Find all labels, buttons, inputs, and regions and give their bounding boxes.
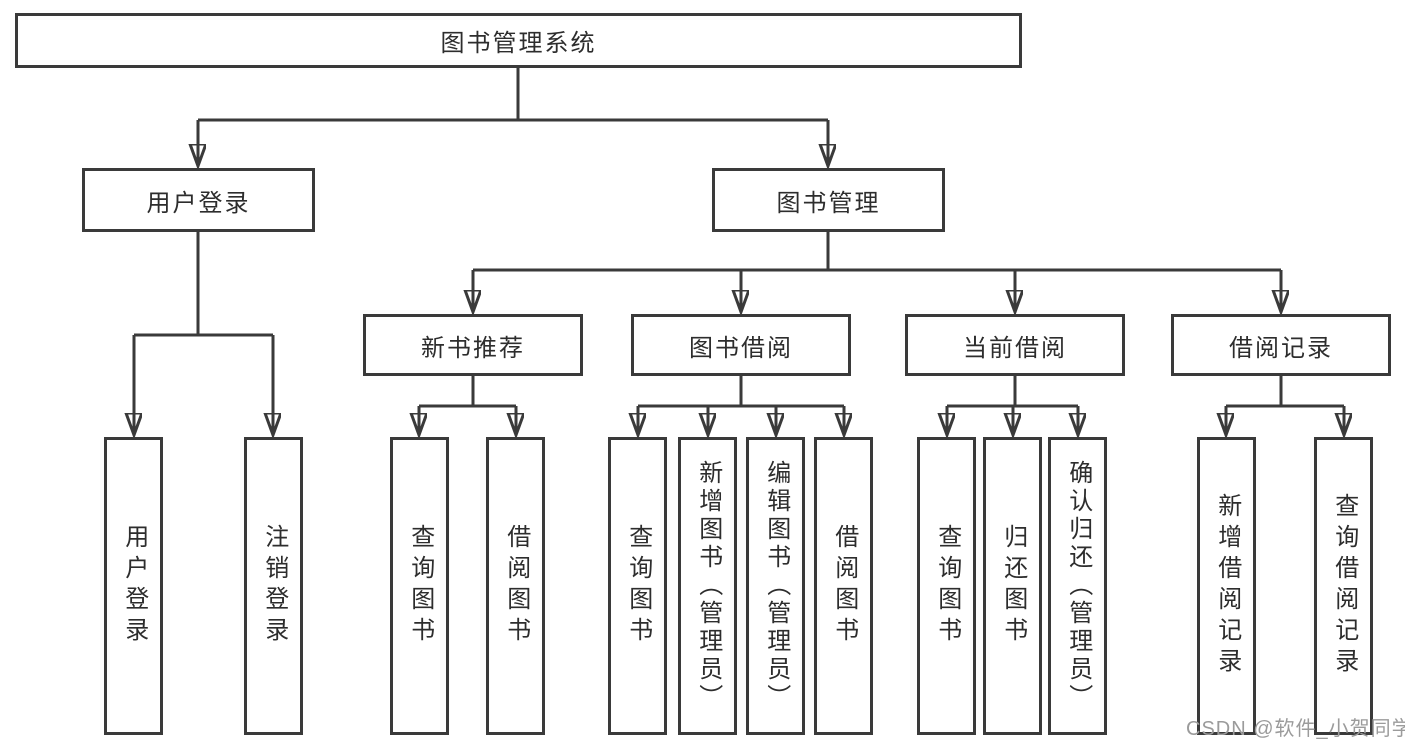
node-user-login: 用户登录 bbox=[82, 168, 315, 232]
node-leaf-borrow-books-1: 借阅图书 bbox=[486, 437, 545, 735]
node-leaf-logout: 注销登录 bbox=[244, 437, 303, 735]
node-current-borrowing: 当前借阅 bbox=[905, 314, 1125, 376]
connector-user-login bbox=[134, 232, 273, 435]
node-leaf-user-login: 用户登录 bbox=[104, 437, 163, 735]
connector-book-management bbox=[473, 232, 1281, 312]
connector-borrowing-records bbox=[1226, 376, 1344, 435]
node-leaf-query-borrow-record: 查询借阅记录 bbox=[1314, 437, 1373, 735]
connector-book-borrowing bbox=[638, 376, 844, 435]
node-book-management: 图书管理 bbox=[712, 168, 945, 232]
node-borrowing-records: 借阅记录 bbox=[1171, 314, 1391, 376]
node-leaf-query-books-1: 查询图书 bbox=[390, 437, 449, 735]
node-book-borrowing: 图书借阅 bbox=[631, 314, 851, 376]
node-new-book-recommend: 新书推荐 bbox=[363, 314, 583, 376]
node-leaf-query-books-2: 查询图书 bbox=[608, 437, 667, 735]
connector-current-borrowing bbox=[947, 376, 1078, 435]
node-leaf-query-books-3: 查询图书 bbox=[917, 437, 976, 735]
csdn-watermark: CSDN @软件_小贺同学 bbox=[1186, 718, 1405, 740]
node-leaf-add-books-admin: 新增图书（管理员） bbox=[678, 437, 737, 735]
node-leaf-add-borrow-record: 新增借阅记录 bbox=[1197, 437, 1256, 735]
node-leaf-borrow-books-2: 借阅图书 bbox=[814, 437, 873, 735]
connector-root bbox=[198, 68, 828, 166]
node-leaf-edit-books-admin: 编辑图书（管理员） bbox=[746, 437, 805, 735]
node-leaf-return-books: 归还图书 bbox=[983, 437, 1042, 735]
node-system-root: 图书管理系统 bbox=[15, 13, 1022, 68]
node-leaf-confirm-return-admin: 确认归还（管理员） bbox=[1048, 437, 1107, 735]
connector-new-book-recommend bbox=[419, 376, 516, 435]
